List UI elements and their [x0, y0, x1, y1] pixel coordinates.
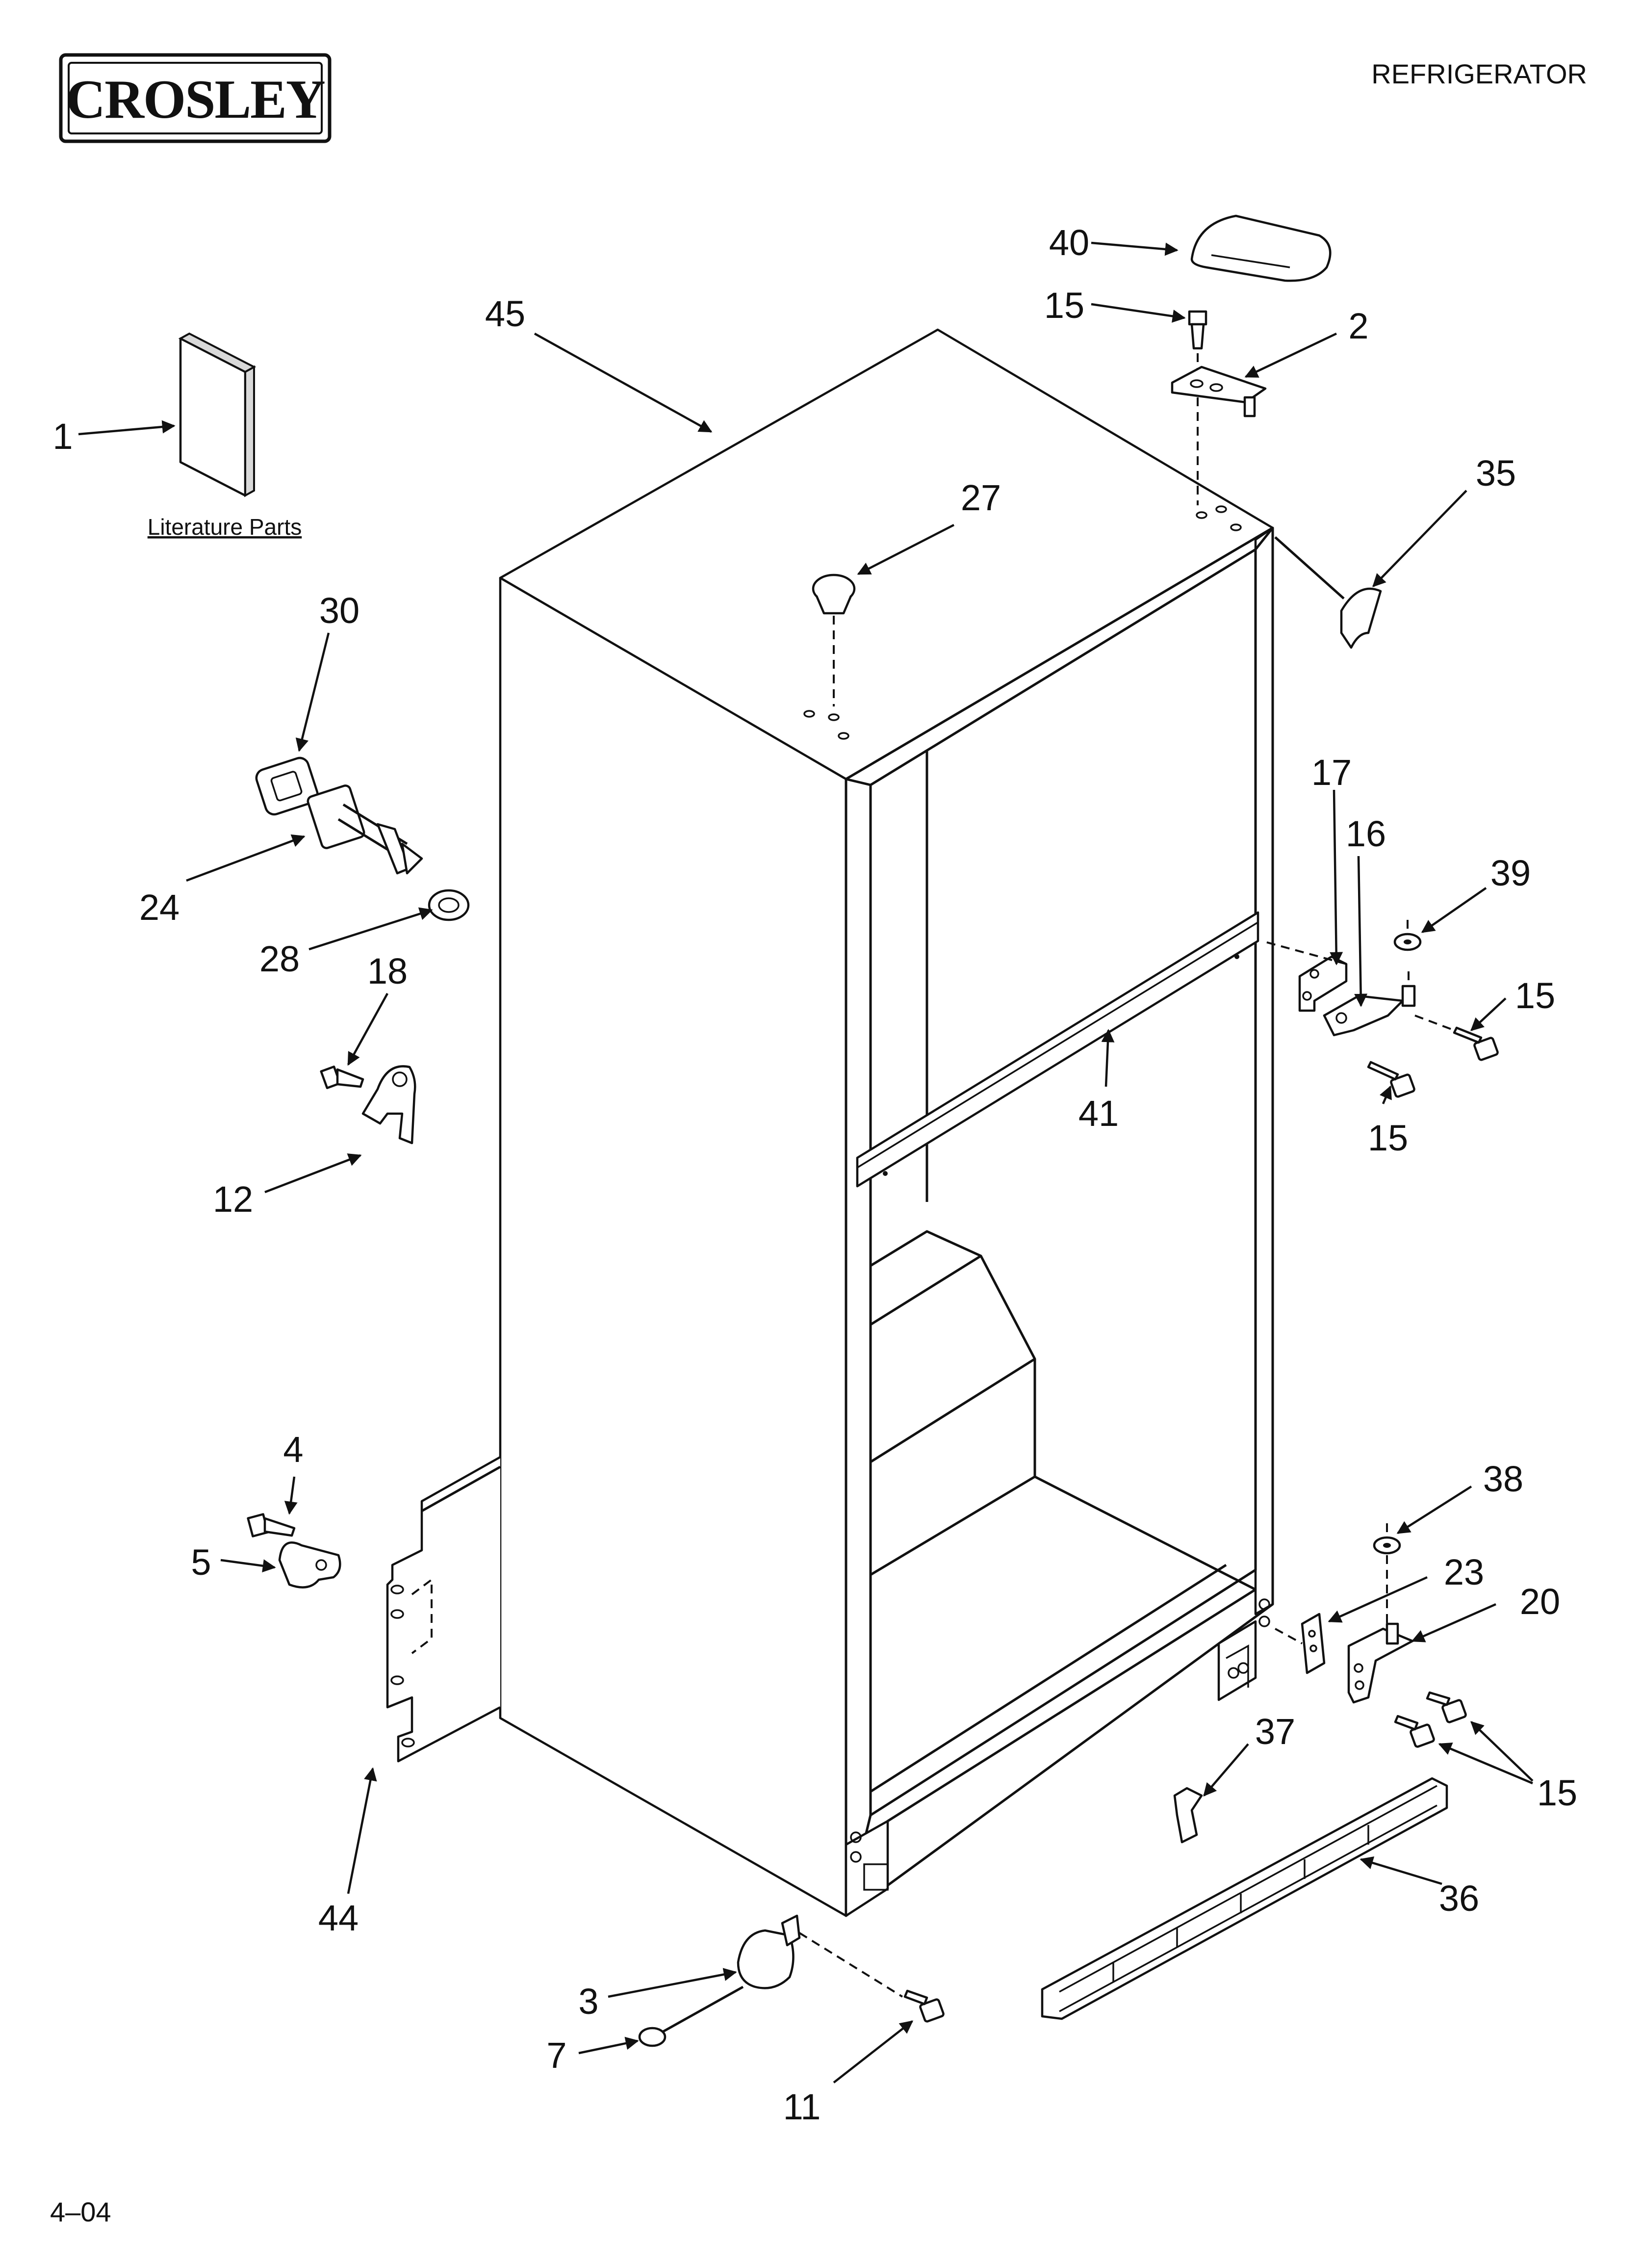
- callout-17: 17: [1311, 752, 1352, 793]
- washer-39-part: [1393, 920, 1422, 951]
- callout-36: 36: [1439, 1878, 1479, 1919]
- callout-27: 27: [961, 477, 1001, 518]
- leader-lines: [78, 241, 1534, 2084]
- screw-15-bottom-a: [1426, 1691, 1467, 1723]
- callout-4: 4: [283, 1429, 303, 1470]
- callout-18: 18: [367, 951, 408, 991]
- callout-1: 1: [52, 416, 73, 457]
- callout-15-center: 15: [1368, 1118, 1408, 1158]
- screw-15-center-b: [1414, 1015, 1499, 1061]
- callout-16: 16: [1346, 813, 1386, 854]
- callout-45: 45: [485, 293, 525, 334]
- callout-3: 3: [578, 1981, 598, 2022]
- part-24: [307, 784, 423, 875]
- callout-38: 38: [1483, 1459, 1523, 1499]
- hinge-cover-part: [1190, 214, 1332, 282]
- callout-5: 5: [191, 1542, 211, 1583]
- plug-27-part: [812, 574, 856, 706]
- back-panel: [386, 1456, 501, 1763]
- bracket-17-part: [1265, 941, 1348, 1012]
- clamp-5-part: [278, 1541, 341, 1589]
- clip-37-part: [1173, 1787, 1203, 1844]
- screw-11-part: [903, 1989, 945, 2023]
- callout-7: 7: [546, 2035, 566, 2076]
- callout-30: 30: [319, 590, 359, 631]
- callout-28: 28: [259, 938, 300, 979]
- bottom-hinge-20-part: [1347, 1622, 1414, 1704]
- callout-37: 37: [1255, 1711, 1295, 1752]
- roller-3-part: [737, 1914, 903, 1998]
- callout-24: 24: [139, 887, 180, 928]
- callout-15-right: 15: [1515, 975, 1555, 1016]
- callout-2: 2: [1348, 306, 1368, 346]
- toe-grille-36-part: [1041, 1777, 1448, 2020]
- callout-labels: 1 2 3 4 5 7 11 12 15 15 15 15 16 17 18 2…: [52, 222, 1577, 2127]
- washer-28-part: [428, 889, 470, 921]
- diagram-title: REFRIGERATOR: [1371, 58, 1587, 89]
- brand-name: CROSLEY: [66, 69, 325, 130]
- part-35: [1274, 536, 1382, 649]
- callout-39: 39: [1490, 853, 1531, 893]
- screw-15-bottom-b: [1394, 1715, 1435, 1748]
- callout-35: 35: [1476, 453, 1516, 494]
- screw-18-part: [320, 1066, 364, 1089]
- callout-20: 20: [1520, 1581, 1560, 1622]
- washer-38-part: [1373, 1523, 1401, 1624]
- clip-12-part: [361, 1065, 416, 1145]
- shim-23-part: [1275, 1613, 1326, 1674]
- literature-booklet: [178, 332, 257, 497]
- screw-top-hinge: [1188, 310, 1207, 505]
- callout-15-bottom: 15: [1537, 1773, 1577, 1813]
- callout-40: 40: [1049, 222, 1089, 263]
- grommet-30-part: [255, 756, 319, 816]
- screw-4-part: [247, 1513, 296, 1538]
- callout-11: 11: [783, 2086, 821, 2127]
- brand-logo: CROSLEY: [59, 53, 332, 143]
- top-hinge-part: [1171, 365, 1267, 417]
- footer-code: 4–04: [50, 2196, 111, 2227]
- callout-12: 12: [213, 1179, 253, 1220]
- callout-23: 23: [1444, 1552, 1484, 1592]
- callout-41: 41: [1078, 1093, 1119, 1134]
- literature-caption: Literature Parts: [148, 514, 302, 540]
- callout-44: 44: [318, 1898, 359, 1938]
- pin-7-part: [638, 1985, 744, 2047]
- callout-15-top: 15: [1044, 285, 1084, 326]
- screw-15-center-a: [1367, 1061, 1415, 1098]
- cabinet: [499, 328, 1274, 1917]
